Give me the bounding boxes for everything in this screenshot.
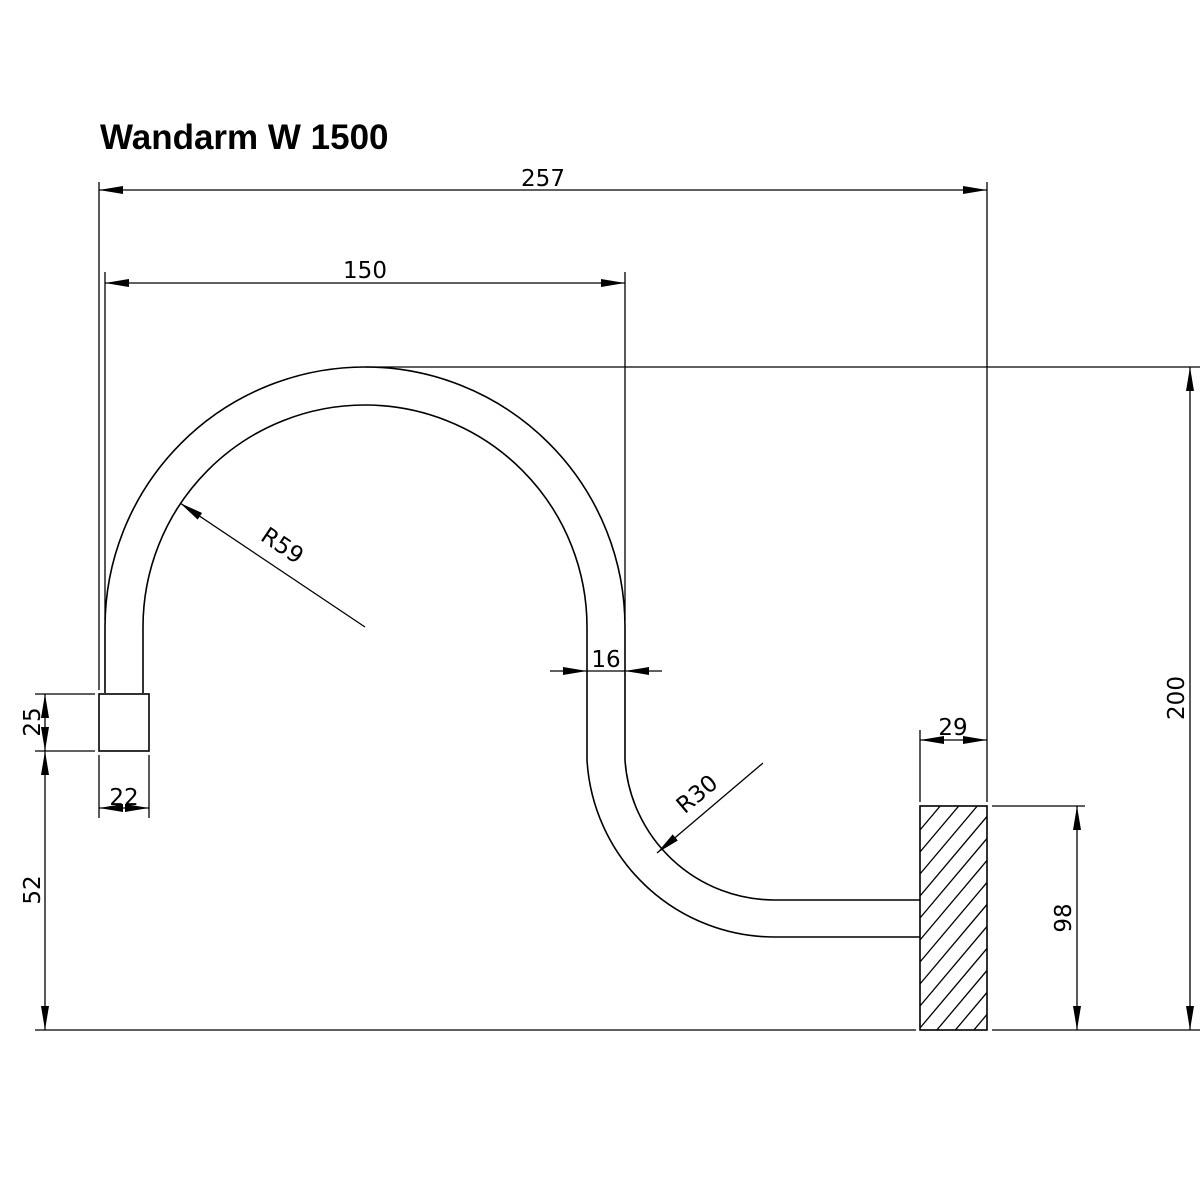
dimension-r30: R30	[656, 762, 764, 854]
dimension-25: 25	[20, 694, 50, 751]
svg-text:R59: R59	[256, 523, 308, 570]
svg-text:200: 200	[1164, 676, 1190, 720]
hatch-line	[954, 991, 987, 1030]
hatch-line	[920, 806, 942, 831]
dimension-16: 16	[550, 647, 662, 675]
drawing-title: Wandarm W 1500	[100, 118, 389, 157]
svg-text:25: 25	[20, 707, 46, 736]
svg-text:52: 52	[20, 875, 46, 904]
hatch-line	[920, 806, 960, 853]
hatch-line	[920, 947, 987, 1029]
hatch-line	[935, 969, 987, 1030]
dimension-r59: R59	[179, 502, 366, 628]
wall-arm-outline	[104, 366, 920, 938]
hatch-line	[920, 925, 987, 1007]
dimension-29: 29	[920, 715, 987, 744]
svg-text:R30: R30	[672, 770, 723, 819]
hatch-line	[920, 859, 987, 941]
dimension-257: 257	[99, 166, 987, 194]
hatch-line	[920, 903, 987, 985]
hatch-line	[920, 1021, 1000, 1116]
wall-plate	[919, 805, 1000, 1116]
hatch-line	[920, 815, 987, 897]
end-block	[98, 693, 150, 752]
dimension-98: 98	[1051, 806, 1081, 1030]
svg-text:29: 29	[938, 715, 967, 741]
hatch-line	[920, 881, 987, 963]
dimension-22: 22	[99, 785, 149, 812]
svg-text:98: 98	[1051, 903, 1077, 932]
svg-text:16: 16	[591, 647, 620, 673]
plate-hatching	[920, 806, 1000, 1116]
hatch-line	[920, 837, 987, 919]
extension-lines	[35, 182, 1200, 1031]
dimension-200: 200	[1164, 367, 1194, 1030]
svg-text:150: 150	[343, 258, 387, 284]
dimension-52: 52	[20, 751, 50, 1030]
hatch-line	[920, 806, 979, 875]
svg-text:22: 22	[109, 785, 138, 811]
dimension-150: 150	[105, 258, 625, 287]
hatch-line	[973, 1013, 987, 1030]
svg-text:257: 257	[521, 166, 565, 192]
